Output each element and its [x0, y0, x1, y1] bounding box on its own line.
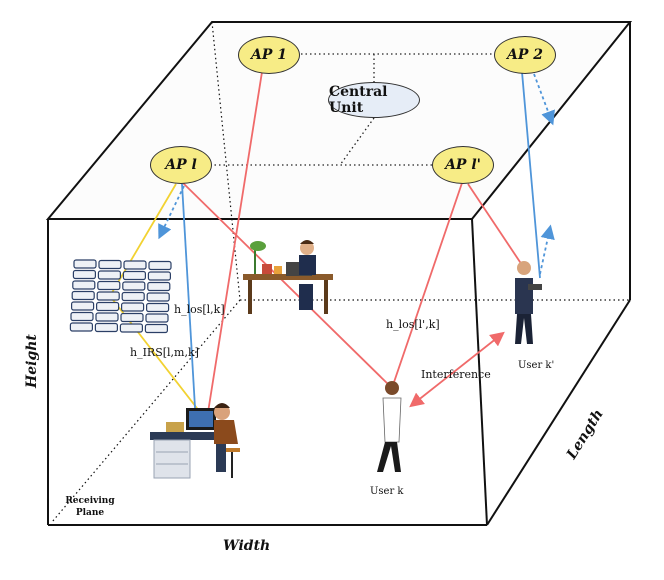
irs-element	[146, 292, 170, 302]
channel-label-h-irs: h_IRS[l,m,k]	[130, 346, 199, 359]
front-desk-person	[150, 403, 240, 479]
ap-l-label: AP l	[165, 157, 197, 173]
irs-element	[97, 270, 122, 280]
irs-element	[73, 259, 97, 269]
user-k-label: User k	[370, 486, 404, 497]
fronthaul-links	[210, 53, 494, 166]
user-k-figure	[377, 381, 402, 472]
ap-l-node: AP l	[150, 146, 212, 184]
central-unit-node: Central Unit	[328, 82, 420, 118]
irs-element	[98, 259, 122, 270]
interference-label: Interference	[421, 368, 491, 381]
irs-element	[122, 270, 147, 281]
irs-element	[97, 280, 121, 291]
user-kp-figure	[515, 261, 542, 344]
irs-element	[71, 290, 95, 301]
ap-lp-node: AP l'	[432, 146, 494, 184]
irs-element	[94, 322, 119, 333]
irs-element	[70, 301, 95, 311]
axis-width-label: Width	[223, 538, 270, 554]
user-kp-label: User k'	[518, 360, 554, 371]
channel-label-h-los-lpk: h_los[l',k]	[386, 318, 440, 331]
ap-1-node: AP 1	[238, 36, 300, 74]
los-links	[181, 71, 525, 426]
irs-element	[120, 312, 144, 323]
irs-element	[147, 281, 171, 292]
hidden-edges	[51, 21, 630, 523]
ap-blue-links	[158, 71, 555, 426]
irs-element	[95, 312, 119, 322]
irs-element	[69, 322, 94, 332]
irs-element	[72, 280, 96, 290]
irs-element	[121, 291, 145, 302]
channel-label-h-los-lk: h_los[l,k]	[174, 303, 225, 316]
ap-1-label: AP 1	[250, 47, 287, 63]
irs-element	[96, 291, 120, 301]
irs-element	[145, 313, 169, 323]
irs-element	[70, 311, 94, 322]
irs-panel	[69, 259, 172, 334]
back-desk-person	[243, 240, 333, 314]
ap-lp-label: AP l'	[445, 157, 481, 173]
axis-length-label: Length	[563, 407, 606, 463]
irs-element	[123, 260, 147, 270]
irs-element	[120, 302, 145, 312]
central-unit-label: Central Unit	[329, 84, 388, 116]
irs-element	[144, 323, 168, 334]
irs-element	[122, 281, 146, 291]
irs-element	[72, 269, 97, 280]
irs-element	[146, 302, 170, 313]
ap-2-label: AP 2	[506, 47, 543, 63]
irs-element	[147, 271, 171, 281]
irs-element	[148, 260, 172, 271]
irs-element	[95, 301, 120, 312]
irs-element	[119, 323, 144, 333]
ap-2-node: AP 2	[494, 36, 556, 74]
axis-height-label: Height	[24, 334, 40, 389]
